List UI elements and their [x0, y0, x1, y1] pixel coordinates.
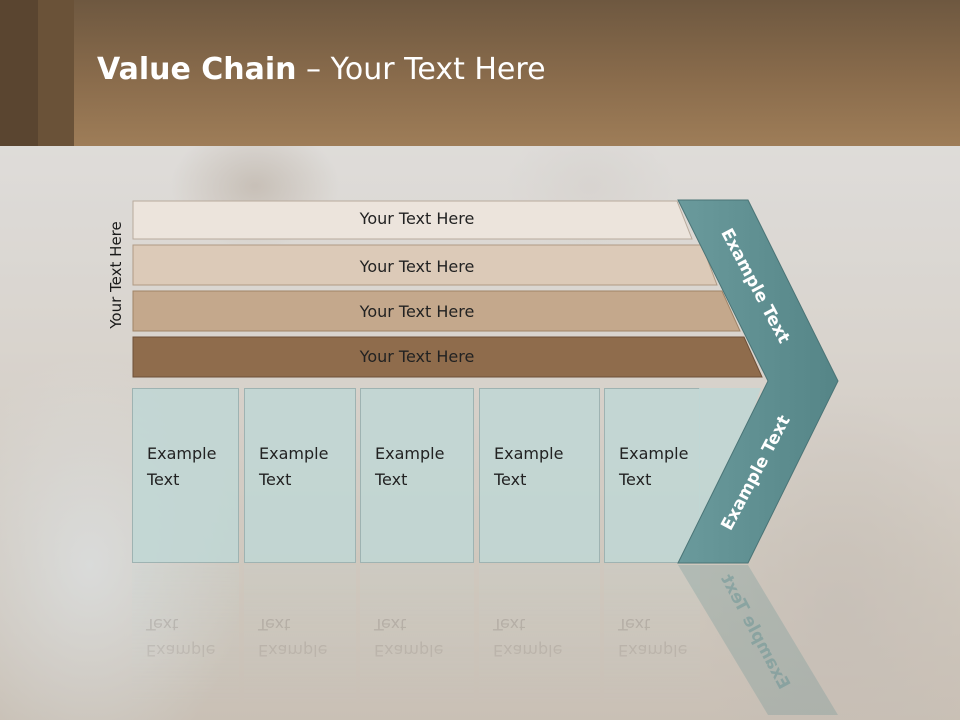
- example-box-1-reflection: Example Text: [132, 565, 239, 715]
- bar-2[interactable]: Your Text Here: [132, 244, 732, 286]
- example-box-3-line2: Text: [375, 470, 408, 489]
- example-box-2[interactable]: Example Text: [244, 388, 356, 563]
- bar-3-label: Your Text Here: [359, 302, 475, 321]
- example-box-3-reflection-line1: Example: [374, 641, 444, 660]
- value-chevron[interactable]: [670, 198, 845, 568]
- slide-header: Value Chain – Your Text Here: [0, 0, 960, 146]
- bar-2-label: Your Text Here: [359, 257, 475, 276]
- bar-1[interactable]: Your Text Here: [132, 200, 702, 240]
- example-box-4-reflection-line1: Example: [493, 641, 563, 660]
- example-box-5-line1: Example: [619, 444, 689, 463]
- bar-3[interactable]: Your Text Here: [132, 290, 752, 332]
- example-box-1-reflection-line1: Example: [146, 641, 216, 660]
- header-accent-bar-dark: [0, 0, 38, 146]
- example-box-3-reflection: Example Text: [360, 565, 474, 715]
- example-box-4[interactable]: Example Text: [479, 388, 600, 563]
- example-box-2-line2: Text: [259, 470, 292, 489]
- header-accent-bar-medium: [38, 0, 74, 146]
- bar-4-label: Your Text Here: [359, 347, 475, 366]
- example-box-2-reflection: Example Text: [244, 565, 356, 715]
- example-box-2-line1: Example: [259, 444, 329, 463]
- example-box-2-reflection-line2: Text: [258, 615, 291, 634]
- example-box-4-reflection-line2: Text: [493, 615, 526, 634]
- chevron-reflection: [678, 565, 838, 715]
- side-label[interactable]: Your Text Here: [100, 200, 132, 350]
- example-box-1[interactable]: Example Text: [132, 388, 239, 563]
- example-box-5[interactable]: Example Text: [604, 388, 700, 563]
- bar-4[interactable]: Your Text Here: [132, 336, 772, 378]
- slide-title-rest: – Your Text Here: [296, 52, 546, 87]
- example-box-4-line2: Text: [494, 470, 527, 489]
- example-box-3-line1: Example: [375, 444, 445, 463]
- example-box-4-line1: Example: [494, 444, 564, 463]
- example-box-4-reflection: Example Text: [479, 565, 600, 715]
- example-box-5-line2: Text: [619, 470, 652, 489]
- bar-1-label: Your Text Here: [359, 209, 475, 228]
- example-box-3-reflection-line2: Text: [374, 615, 407, 634]
- example-box-1-line1: Example: [147, 444, 217, 463]
- slide-title-bold: Value Chain: [97, 52, 297, 87]
- example-box-1-line2: Text: [147, 470, 180, 489]
- example-box-3[interactable]: Example Text: [360, 388, 474, 563]
- slide-title[interactable]: Value Chain – Your Text Here: [97, 52, 546, 87]
- side-label-text: Your Text Here: [107, 221, 125, 329]
- example-box-2-reflection-line1: Example: [258, 641, 328, 660]
- example-box-1-reflection-line2: Text: [146, 615, 179, 634]
